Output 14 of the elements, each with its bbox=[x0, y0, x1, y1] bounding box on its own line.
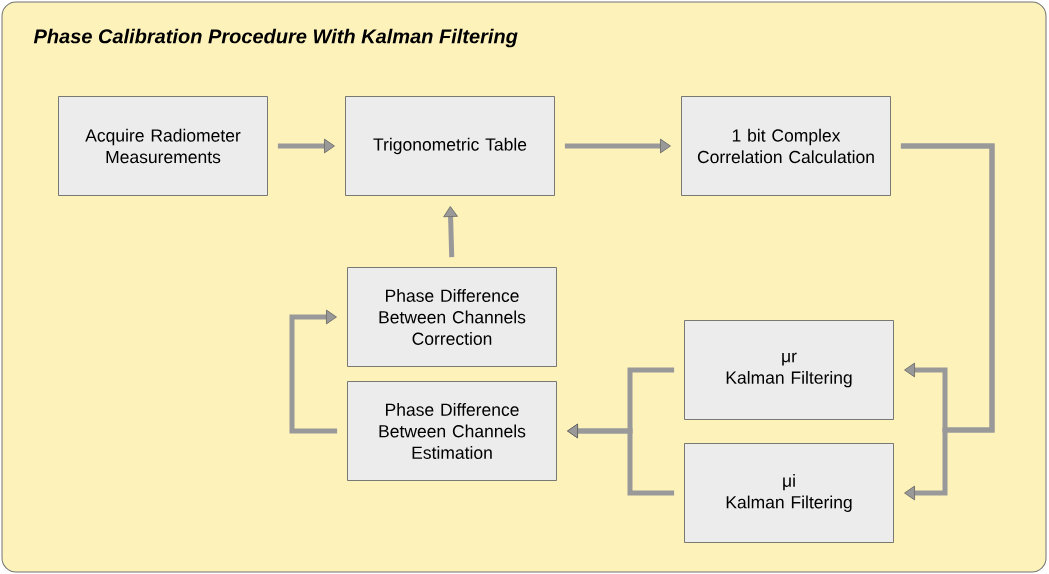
process-box: μr Kalman Filtering bbox=[684, 320, 894, 420]
process-box: Trigonometric Table bbox=[345, 96, 555, 196]
title: Phase Calibration Procedure With Kalman Filtering bbox=[33, 28, 518, 48]
arrow bbox=[277, 138, 335, 154]
arrow bbox=[564, 138, 671, 154]
process-box: Phase Difference Between Channels Estimation bbox=[347, 381, 557, 481]
process-box: Acquire Radiometer Measurements bbox=[58, 96, 268, 196]
process-box: 1 bit Complex Correlation Calculation bbox=[681, 96, 891, 196]
arrow bbox=[289, 309, 338, 434]
process-box: μi Kalman Filtering bbox=[684, 443, 894, 543]
arrow bbox=[443, 206, 458, 258]
arrow bbox=[900, 143, 995, 501]
arrow bbox=[567, 423, 675, 496]
process-box: Phase Difference Between Channels Correction bbox=[347, 267, 557, 367]
